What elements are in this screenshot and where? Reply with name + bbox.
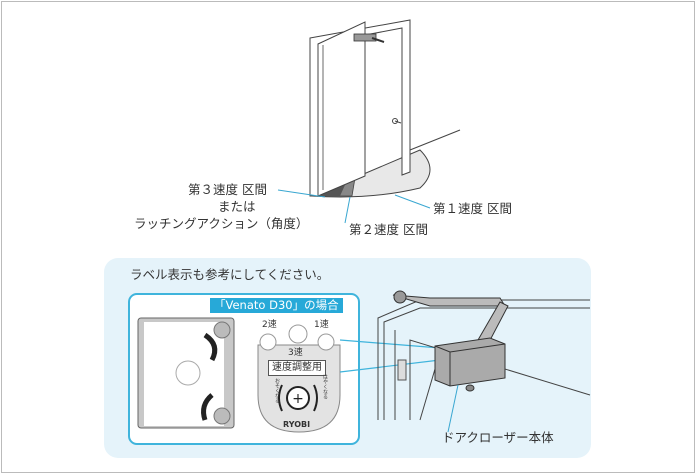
case-title: 「Venato D30」の場合 <box>210 298 343 313</box>
valve-adjust: 速度調整用 <box>268 360 326 376</box>
valve-speed3: 3速 <box>288 348 303 358</box>
speed2-label: 第２速度 区間 <box>349 222 428 237</box>
or-label: または <box>218 199 256 214</box>
valve-faster: はやくなる <box>322 374 328 399</box>
hint-text: ラベル表示も参考にしてください。 <box>130 267 330 282</box>
valve-speed1: 1速 <box>314 320 329 330</box>
speed3-label: 第３速度 区間 <box>188 182 267 197</box>
brand-logo: RYOBI <box>283 420 311 429</box>
latching-label: ラッチングアクション（角度） <box>134 216 309 231</box>
closer-body-label: ドアクローザー本体 <box>442 430 554 445</box>
valve-speed2: 2速 <box>262 320 277 330</box>
speed1-label: 第１速度 区間 <box>433 201 512 216</box>
svg-text:+: + <box>292 391 304 407</box>
valve-slower: おそくなる <box>274 378 280 403</box>
